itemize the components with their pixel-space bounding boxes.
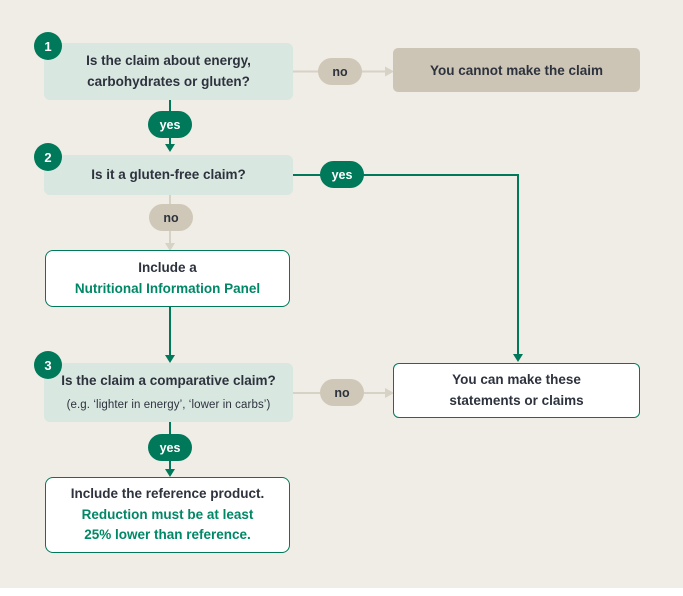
step-1-question-text: Is the claim about energy, carbohydrates… [86,53,251,89]
outcome-cannot-make-claim-text: You cannot make the claim [429,62,604,78]
outcome-can-make-claims-box: You can make these statements or claims [393,363,640,418]
step-3-question-box: Is the claim a comparative claim? (e.g. … [44,363,293,422]
arrowhead-q1-no [385,66,394,77]
step-2-question-text: Is it a gluten-free claim? [91,166,246,182]
no-pill-step-1: no [318,58,362,85]
arrowhead-nip-q3 [165,355,175,363]
step-1-number: 1 [34,32,62,60]
no-pill-step-3: no [320,379,364,406]
connector-q2-yes [293,174,519,355]
step-3-question-text: Is the claim a comparative claim? [61,373,276,389]
arrowhead-q3-no [385,388,394,398]
arrowhead-q2-no [165,243,175,251]
reference-product-intro: Include the reference product. [70,485,265,501]
outcome-nutrition-panel-box: Include a Nutritional Information Panel [45,250,290,307]
nutrition-panel-highlight: Nutritional Information Panel [74,280,261,296]
step-1-question-box: Is the claim about energy, carbohydrates… [44,43,293,100]
reference-product-highlight: Reduction must be at least 25% lower tha… [81,506,254,543]
outcome-can-make-claims-text: You can make these statements or claims [449,371,584,408]
step-3-number: 3 [34,351,62,379]
page-bottom-margin [0,588,683,596]
arrowhead-q1-yes [165,144,175,152]
yes-pill-step-2: yes [320,161,364,188]
step-2-question-box: Is it a gluten-free claim? [44,155,293,195]
arrowhead-q2-yes [513,354,523,362]
step-2-number: 2 [34,143,62,171]
no-pill-step-2: no [149,204,193,231]
arrowhead-q3-yes [165,469,175,477]
step-3-example-text: (e.g. ‘lighter in energy’, ‘lower in car… [66,398,271,411]
outcome-cannot-make-claim-box: You cannot make the claim [393,48,640,92]
outcome-reference-product-box: Include the reference product. Reduction… [45,477,290,553]
yes-pill-step-1: yes [148,111,192,138]
yes-pill-step-3: yes [148,434,192,461]
nutrition-panel-intro: Include a [138,259,197,275]
